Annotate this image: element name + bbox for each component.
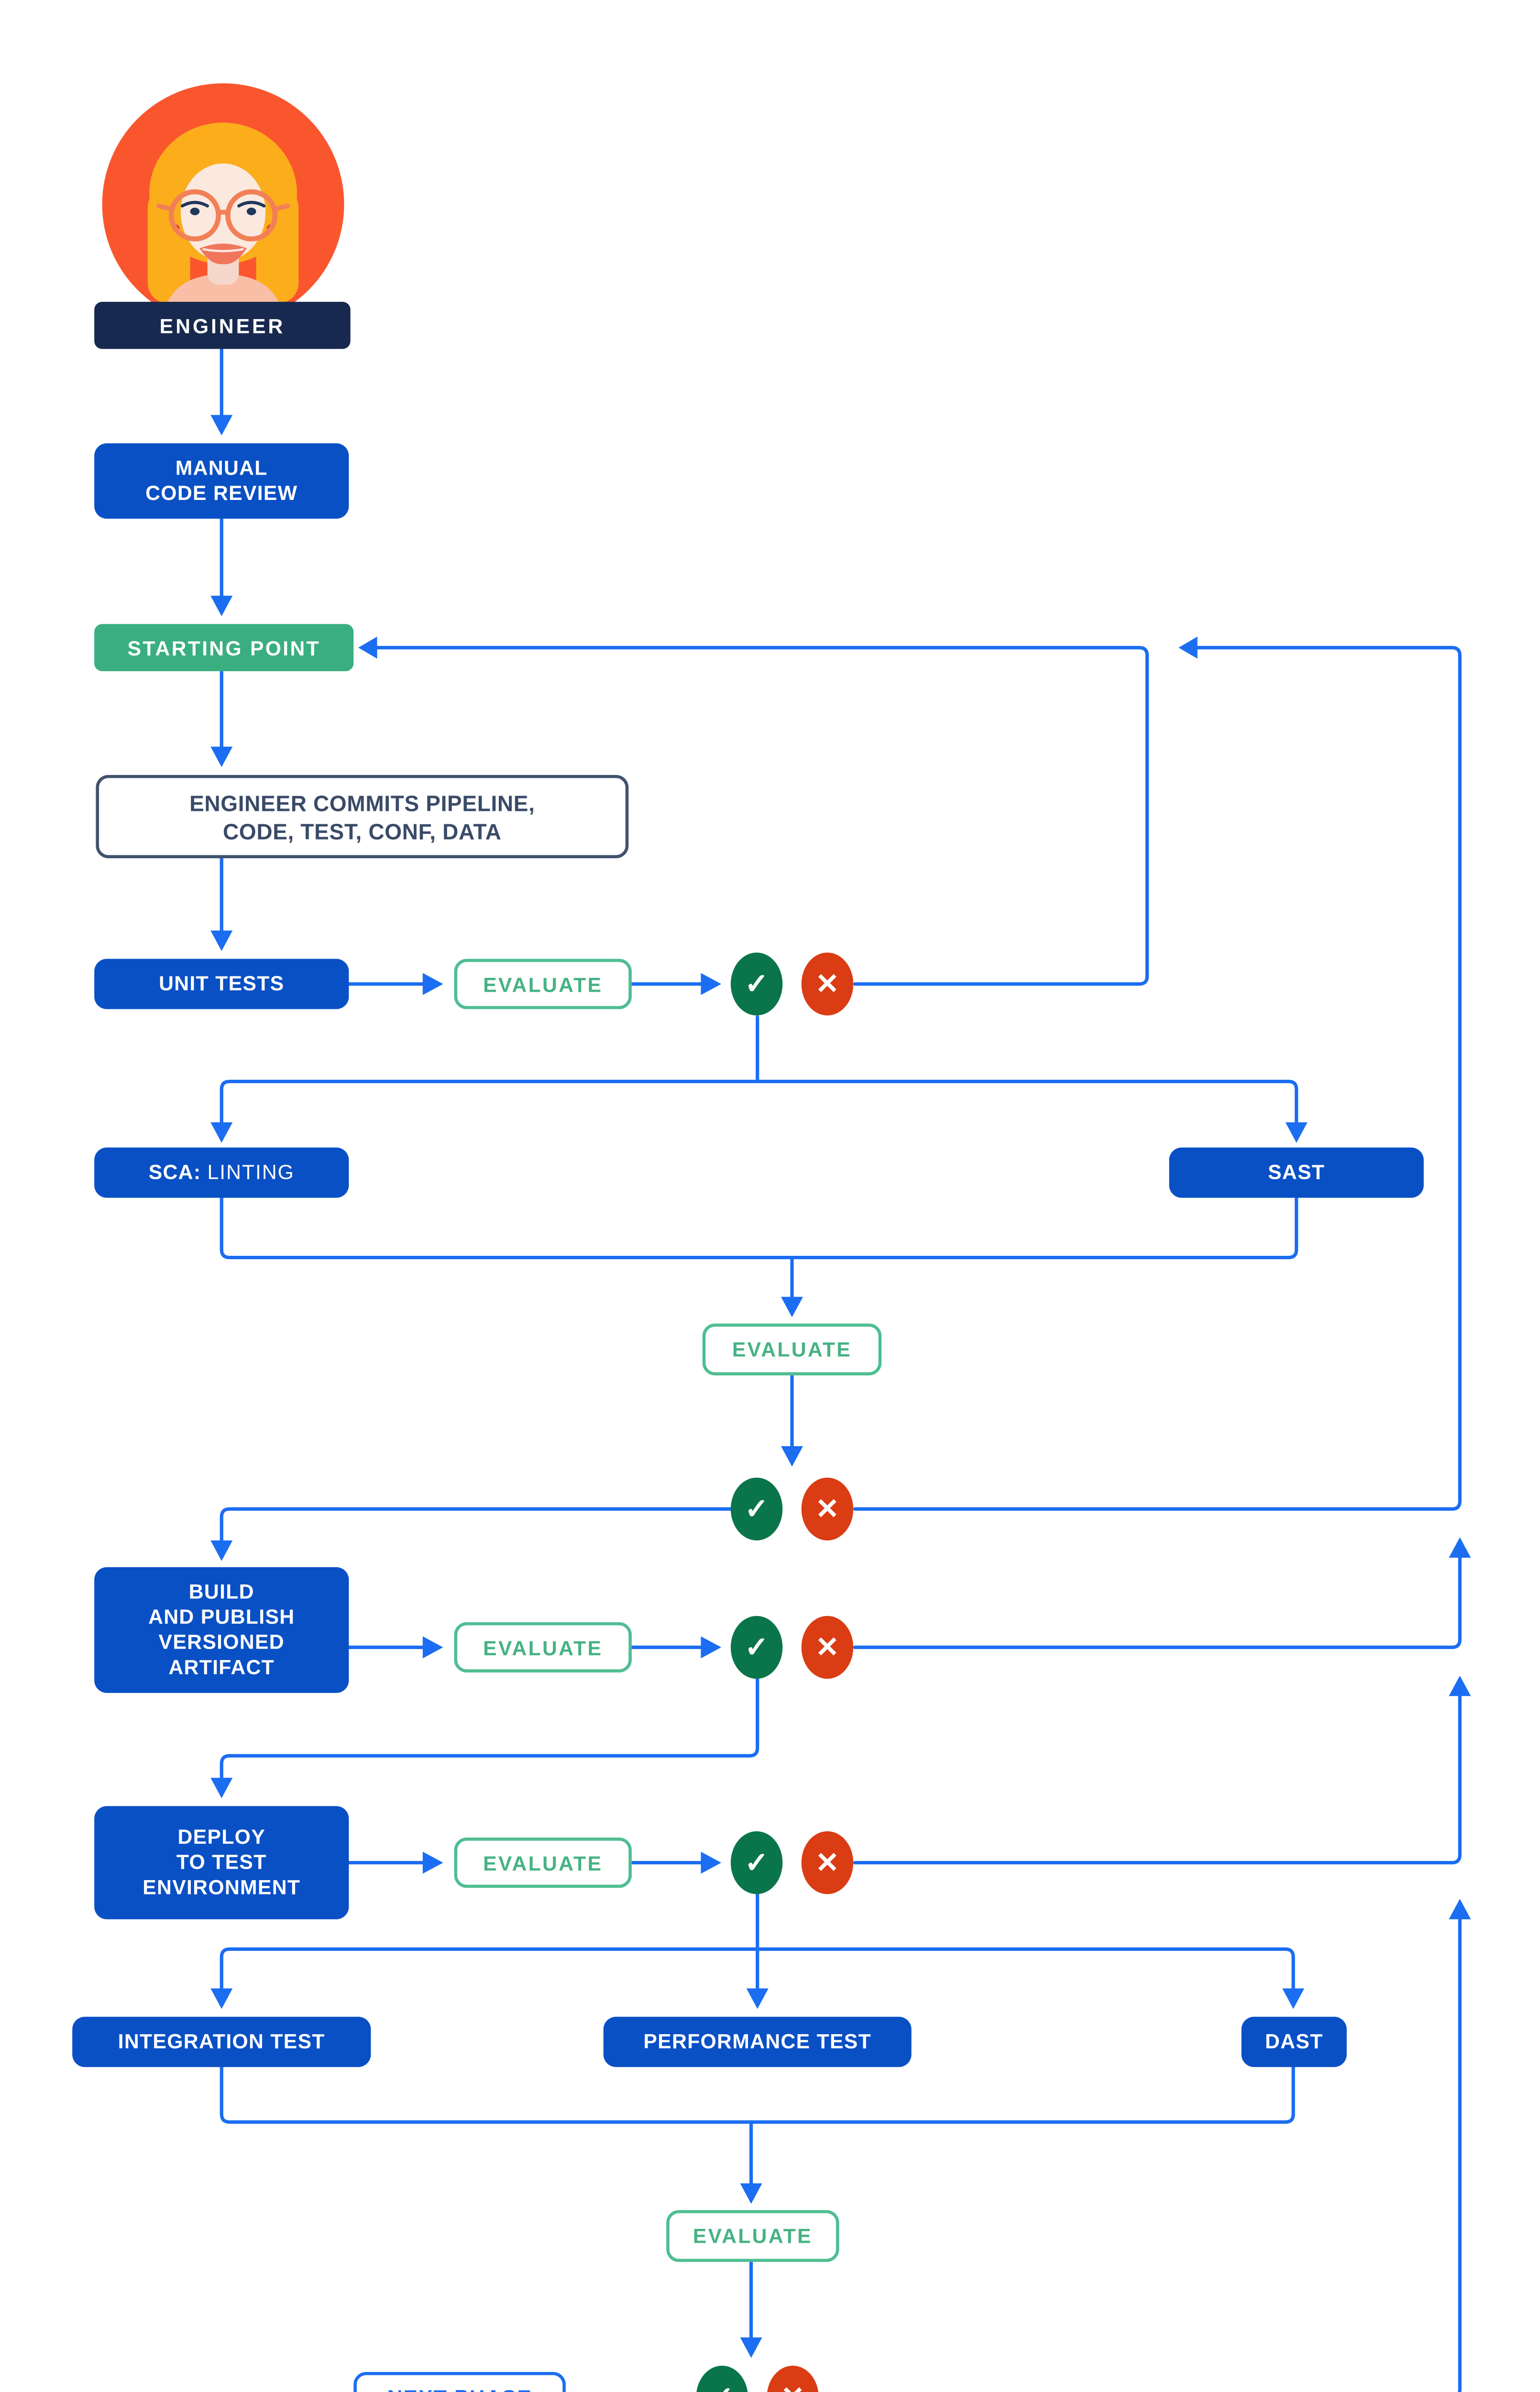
fail-icon-static: ✕ (801, 1477, 854, 1540)
deploy-test-node: DEPLOY TO TEST ENVIRONMENT (94, 1806, 349, 1919)
fail-icon-final: ✕ (767, 2365, 819, 2392)
next-phase-node: NEXT PHASE (353, 2372, 566, 2392)
sca-rest: LINTING (207, 1160, 295, 1184)
sast-label: SAST (1268, 1160, 1325, 1184)
engineer-avatar (102, 83, 344, 326)
fail-icon-build: ✕ (801, 1616, 854, 1679)
manual-line1: MANUAL (175, 455, 268, 480)
fail-icon-unit: ✕ (801, 952, 854, 1016)
pass-icon-final: ✓ (696, 2365, 748, 2392)
evaluate-box-build: EVALUATE (454, 1622, 632, 1672)
manual-code-review-node: MANUAL CODE REVIEW (94, 443, 349, 519)
engineer-commits-node: ENGINEER COMMITS PIPELINE, CODE, TEST, C… (96, 775, 629, 858)
commits-line1: ENGINEER COMMITS PIPELINE, (189, 790, 535, 815)
sca-prefix: SCA: (148, 1160, 201, 1184)
evaluate-box-final: EVALUATE (666, 2210, 839, 2262)
unit-tests-label: UNIT TESTS (159, 971, 285, 995)
fail-icon-deploy: ✕ (801, 1831, 854, 1894)
build-artifact-node: BUILD AND PUBLISH VERSIONED ARTIFACT (94, 1567, 349, 1693)
manual-line2: CODE REVIEW (145, 481, 298, 505)
dast-node: DAST (1241, 2016, 1347, 2067)
evaluate-box-deploy: EVALUATE (454, 1837, 632, 1888)
pass-icon-deploy: ✓ (730, 1831, 783, 1894)
pass-icon-build: ✓ (730, 1616, 783, 1679)
pass-icon-static: ✓ (730, 1477, 783, 1540)
sca-linting-node: SCA: LINTING (94, 1147, 349, 1198)
engineer-label-badge: ENGINEER (94, 301, 351, 349)
pass-icon-unit: ✓ (730, 952, 783, 1016)
engineer-label: ENGINEER (159, 313, 286, 337)
sast-node: SAST (1169, 1147, 1424, 1198)
commits-line2: CODE, TEST, CONF, DATA (223, 818, 502, 843)
unit-tests-node: UNIT TESTS (94, 959, 349, 1009)
starting-point-label: STARTING POINT (127, 636, 320, 660)
evaluate-box-unit: EVALUATE (454, 959, 632, 1009)
integration-test-node: INTEGRATION TEST (72, 2016, 371, 2067)
performance-test-node: PERFORMANCE TEST (603, 2016, 912, 2067)
starting-point-node: STARTING POINT (94, 624, 354, 671)
evaluate-box-static: EVALUATE (702, 1323, 882, 1375)
